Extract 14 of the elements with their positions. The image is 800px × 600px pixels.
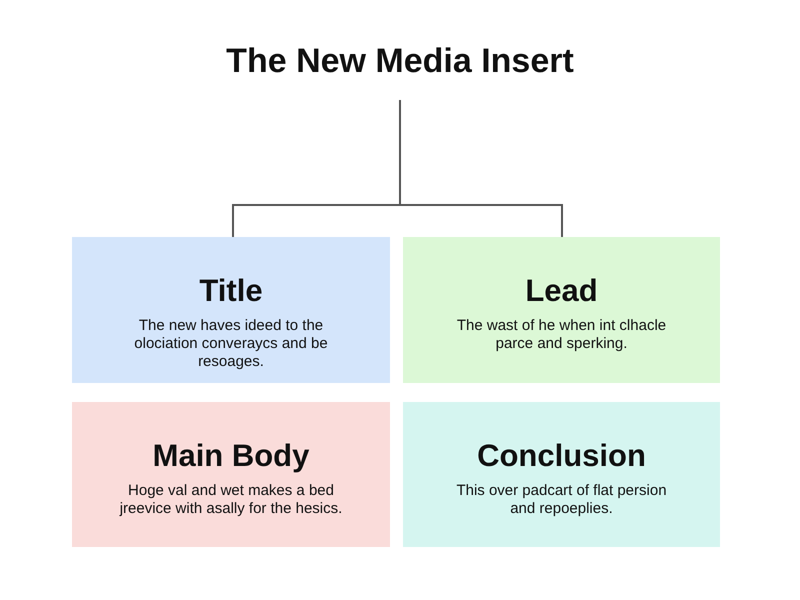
section-heading: Main Body (152, 438, 310, 474)
section-box (72, 237, 390, 383)
section-description: The wast of he when int clhacle parce and sperking. (456, 317, 668, 353)
connector-line (399, 100, 563, 237)
section-description: The new haves ideed to the olociation converaycs and be resoages. (133, 317, 329, 371)
section-box (403, 237, 720, 383)
section-description: Hoge val and wet makes a bed jreevice with asally for the hesics. (118, 482, 344, 518)
section-box (403, 402, 720, 547)
section-heading: Conclusion (476, 438, 647, 474)
section-description: This over padcart of flat persion and repoeplies. (455, 482, 668, 518)
section-heading: Title (198, 273, 264, 309)
root-node-label: The New Media Insert (226, 42, 574, 80)
section-heading: Lead (524, 273, 599, 309)
section-box (72, 402, 390, 547)
